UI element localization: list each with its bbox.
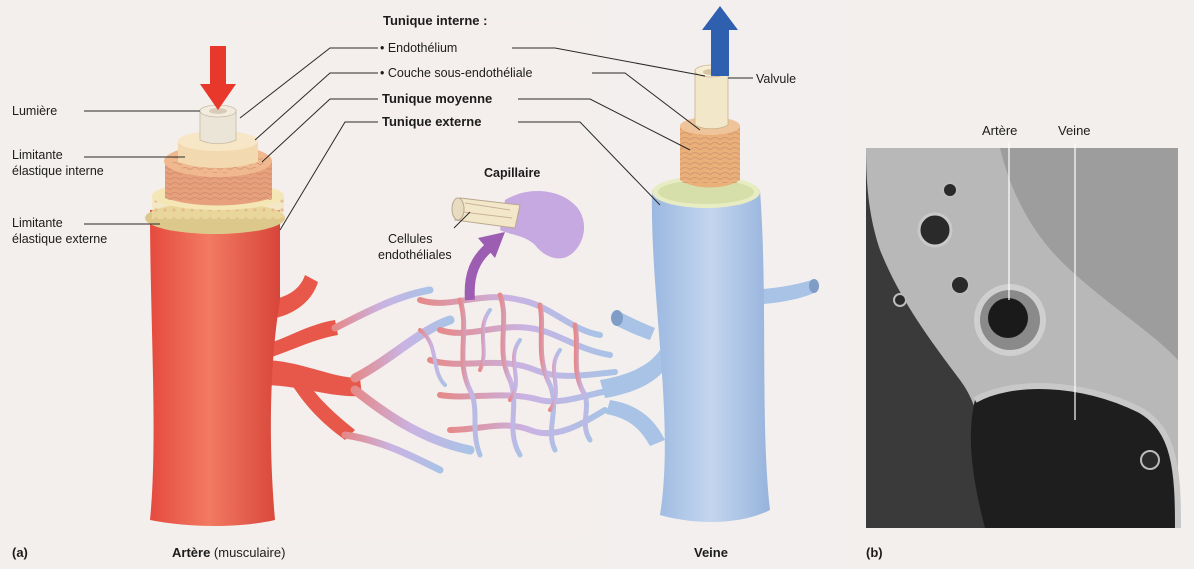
label-tunique-externe: Tunique externe	[382, 115, 481, 129]
arrow-down-icon	[210, 46, 226, 86]
label-limitante-externe-line1: Limitante	[12, 216, 63, 230]
micrograph	[866, 143, 1178, 528]
label-limitante-externe-line2: élastique externe	[12, 232, 107, 246]
label-limitante-interne-line2: élastique interne	[12, 164, 104, 178]
panel-label-b: (b)	[866, 546, 883, 560]
caption-artere: Artère (musculaire)	[172, 546, 285, 560]
caption-veine: Veine	[694, 546, 728, 560]
label-capillaire: Capillaire	[484, 166, 540, 180]
label-couche-sous-endotheliale: • Couche sous-endothéliale	[380, 66, 532, 80]
label-cellules-line2: endothéliales	[378, 248, 452, 262]
arrow-up-icon	[711, 28, 729, 76]
caption-artere-bold: Artère	[172, 545, 210, 560]
micrograph-label-veine: Veine	[1058, 124, 1091, 138]
panel-label-a: (a)	[12, 546, 28, 560]
label-lumiere: Lumière	[12, 104, 57, 118]
label-tunique-interne: Tunique interne :	[383, 14, 487, 28]
label-cellules-line1: Cellules	[388, 232, 432, 246]
micrograph-label-artere: Artère	[982, 124, 1017, 138]
label-tunique-moyenne: Tunique moyenne	[382, 92, 492, 106]
caption-artere-suffix: (musculaire)	[210, 545, 285, 560]
label-endothelium: • Endothélium	[380, 41, 457, 55]
label-limitante-interne-line1: Limitante	[12, 148, 63, 162]
label-valvule: Valvule	[756, 72, 796, 86]
